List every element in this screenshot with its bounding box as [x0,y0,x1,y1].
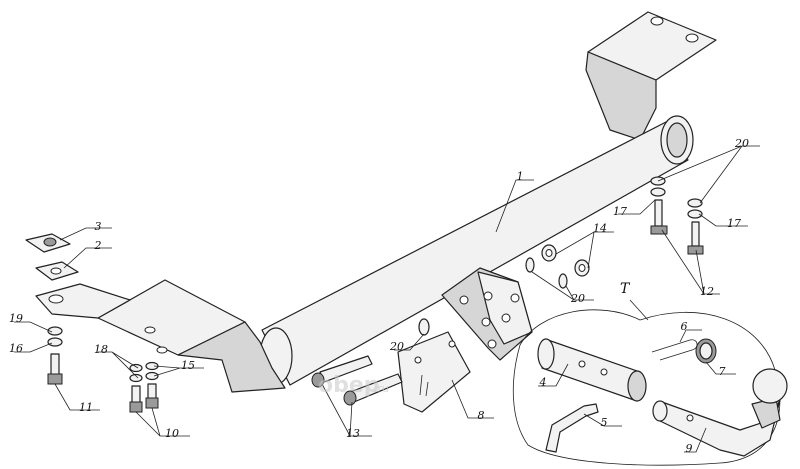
watermark: obeр .ru [318,373,389,398]
callout-c18: 18 [94,343,108,356]
callout-c20c: 20 [389,340,404,353]
group-t-outline [512,299,781,466]
callout-c17a: 17 [613,205,627,218]
locking-pin [545,403,599,453]
bolts-10 [129,361,159,413]
callout-c4: 4 [539,376,547,389]
callout-c2: 2 [94,239,102,252]
center-mount-plate [441,267,533,361]
svg-text:.ru: .ru [374,382,389,395]
callout-c11: 11 [79,401,93,414]
callout-c7: 7 [719,365,726,378]
bolts-13 [311,355,403,406]
socket-plate [397,331,471,413]
callout-c3: 3 [95,220,102,233]
ball-mount [652,368,788,457]
receiver-tube [537,338,647,402]
bolts-12 [650,176,704,255]
crossbar-tube [259,115,694,386]
clip-and-cap [651,338,717,364]
callout-c9: 9 [686,442,693,455]
nuts-and-washers-14-20 [418,244,590,336]
callout-c16: 16 [9,342,23,355]
callout-c5: 5 [601,416,608,429]
callout-c6: 6 [681,320,688,333]
callout-c13: 13 [346,427,360,440]
bolts-11 [47,326,63,385]
callout-c20a: 20 [734,137,749,150]
callout-c17b: 17 [727,217,741,230]
right-bracket [585,11,717,141]
svg-text:obeр: obeр [318,373,380,398]
callout-c20b: 20 [570,292,585,305]
callout-c15: 15 [181,359,195,372]
left-bracket [35,279,286,393]
clamp-plates-2-3 [25,233,79,281]
callout-c8: 8 [478,409,485,422]
group-label-t: T [620,281,631,297]
callout-c1: 1 [517,170,524,183]
callout-c10: 10 [165,427,179,440]
callout-c12: 12 [700,285,714,298]
callout-c19: 19 [9,312,23,325]
leader-lines [14,145,760,453]
callout-c14: 14 [593,222,607,235]
